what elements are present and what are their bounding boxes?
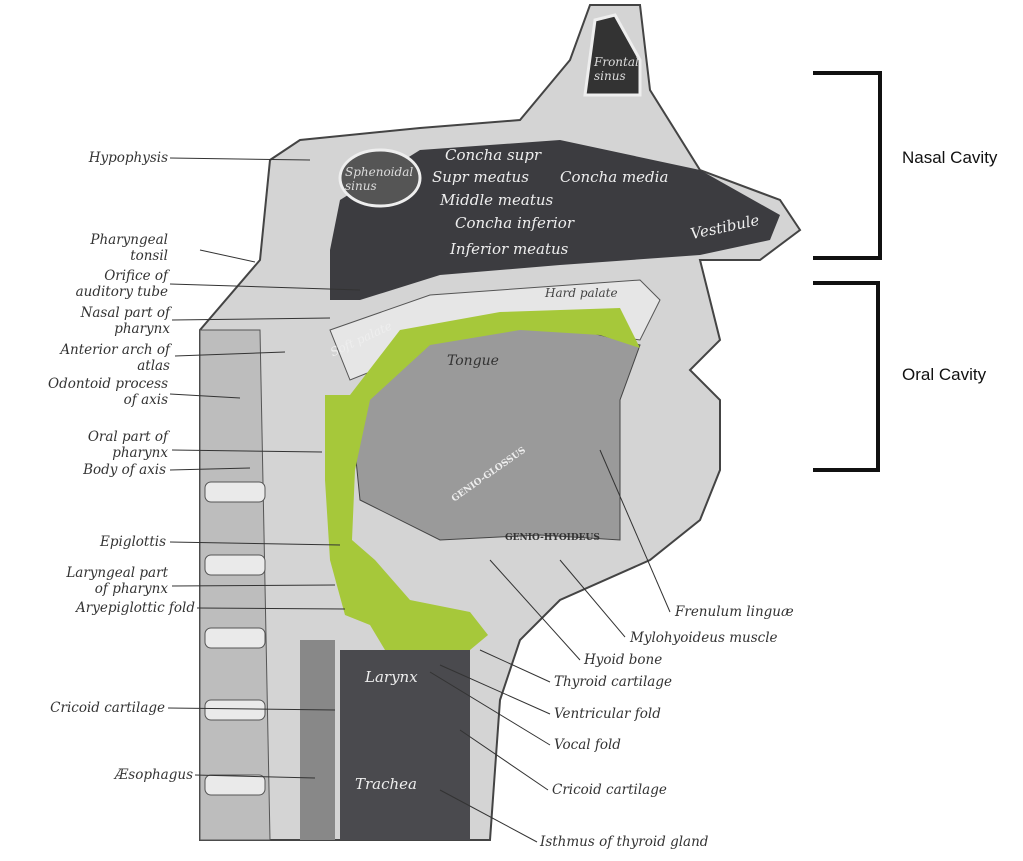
label-line1: Æsophagus	[114, 767, 193, 783]
label-line1: Epiglottis	[100, 534, 166, 550]
sinus-word: sinus	[594, 69, 626, 83]
label-line2: auditory tube	[75, 284, 168, 300]
hard-palate-label: Hard palate	[545, 286, 618, 300]
frontal-word: Frontal	[594, 55, 639, 69]
nasal-cavity-label: Nasal Cavity	[902, 148, 998, 167]
esophagus	[300, 640, 335, 840]
oral-cavity-bracket	[813, 281, 880, 472]
oral-cavity-label: Oral Cavity	[902, 365, 987, 384]
vertebral-discs	[204, 481, 266, 796]
label-line2: pharynx	[114, 321, 170, 337]
label-cricoid-cartilage: Cricoid cartilage	[552, 782, 667, 798]
label-aryepiglottic-fold: Aryepiglottic fold	[76, 600, 195, 616]
concha-supr-label: Concha supr	[445, 146, 542, 164]
label-line1: Nasal part of	[80, 305, 170, 321]
label-vocal-fold: Vocal fold	[554, 737, 621, 753]
supr-meatus-label: Supr meatus	[432, 168, 529, 186]
label-body-of-axis: Body of axis	[83, 462, 166, 478]
label-thyroid-cartilage: Thyroid cartilage	[554, 674, 672, 690]
nasal-cavity-bracket	[813, 71, 882, 260]
label-line1: Cricoid cartilage	[50, 700, 165, 716]
label-frenulum-lingu-: Frenulum linguæ	[675, 604, 794, 620]
label-line1: Laryngeal part	[66, 565, 168, 581]
label-line1: Anterior arch of	[60, 342, 170, 358]
label-line2: pharynx	[112, 445, 168, 461]
label-line1: Pharyngeal	[90, 232, 168, 248]
label-epiglottis: Epiglottis	[100, 534, 166, 550]
label--sophagus: Æsophagus	[115, 767, 193, 783]
larynx-label: Larynx	[365, 668, 418, 686]
label-mylohyoideus-muscle: Mylohyoideus muscle	[630, 630, 778, 646]
concha-media-label: Concha media	[560, 168, 669, 186]
geniohyoideus-label: GENIO-HYOIDEUS	[505, 533, 600, 543]
label-line2: tonsil	[130, 248, 168, 264]
label-line1: Odontoid process	[48, 376, 168, 392]
label-line2: atlas	[137, 358, 170, 374]
frontal-sinus	[583, 13, 642, 97]
trachea-label: Trachea	[355, 775, 417, 793]
label-line2: of axis	[123, 392, 168, 408]
larynx-trachea	[340, 650, 470, 840]
inferior-meatus-label: Inferior meatus	[450, 240, 569, 258]
sphenoidal-sinus	[338, 148, 422, 208]
label-line1: Body of axis	[83, 462, 166, 478]
label-hyoid-bone: Hyoid bone	[584, 652, 663, 668]
tongue-label: Tongue	[447, 353, 499, 369]
label-ventricular-fold: Ventricular fold	[554, 706, 661, 722]
sphenoidal-word: Sphenoidal	[345, 165, 414, 179]
concha-inferior-label: Concha inferior	[455, 214, 574, 232]
label-line1: Aryepiglottic fold	[76, 600, 195, 616]
label-line1: Orifice of	[104, 268, 168, 284]
sinus-word: sinus	[345, 179, 377, 193]
middle-meatus-label: Middle meatus	[440, 191, 554, 209]
label-hypophysis: Hypophysis	[89, 150, 168, 166]
label-line2: of pharynx	[94, 581, 168, 597]
label-cricoid-cartilage: Cricoid cartilage	[50, 700, 165, 716]
pharynx-highlight	[325, 308, 640, 650]
label-line1: Hypophysis	[88, 150, 168, 166]
nasal-cavity	[330, 140, 780, 300]
label-isthmus-of-thyroid-gland: Isthmus of thyroid gland	[540, 834, 709, 850]
label-line1: Oral part of	[87, 429, 168, 445]
leader-lines	[167, 157, 671, 843]
